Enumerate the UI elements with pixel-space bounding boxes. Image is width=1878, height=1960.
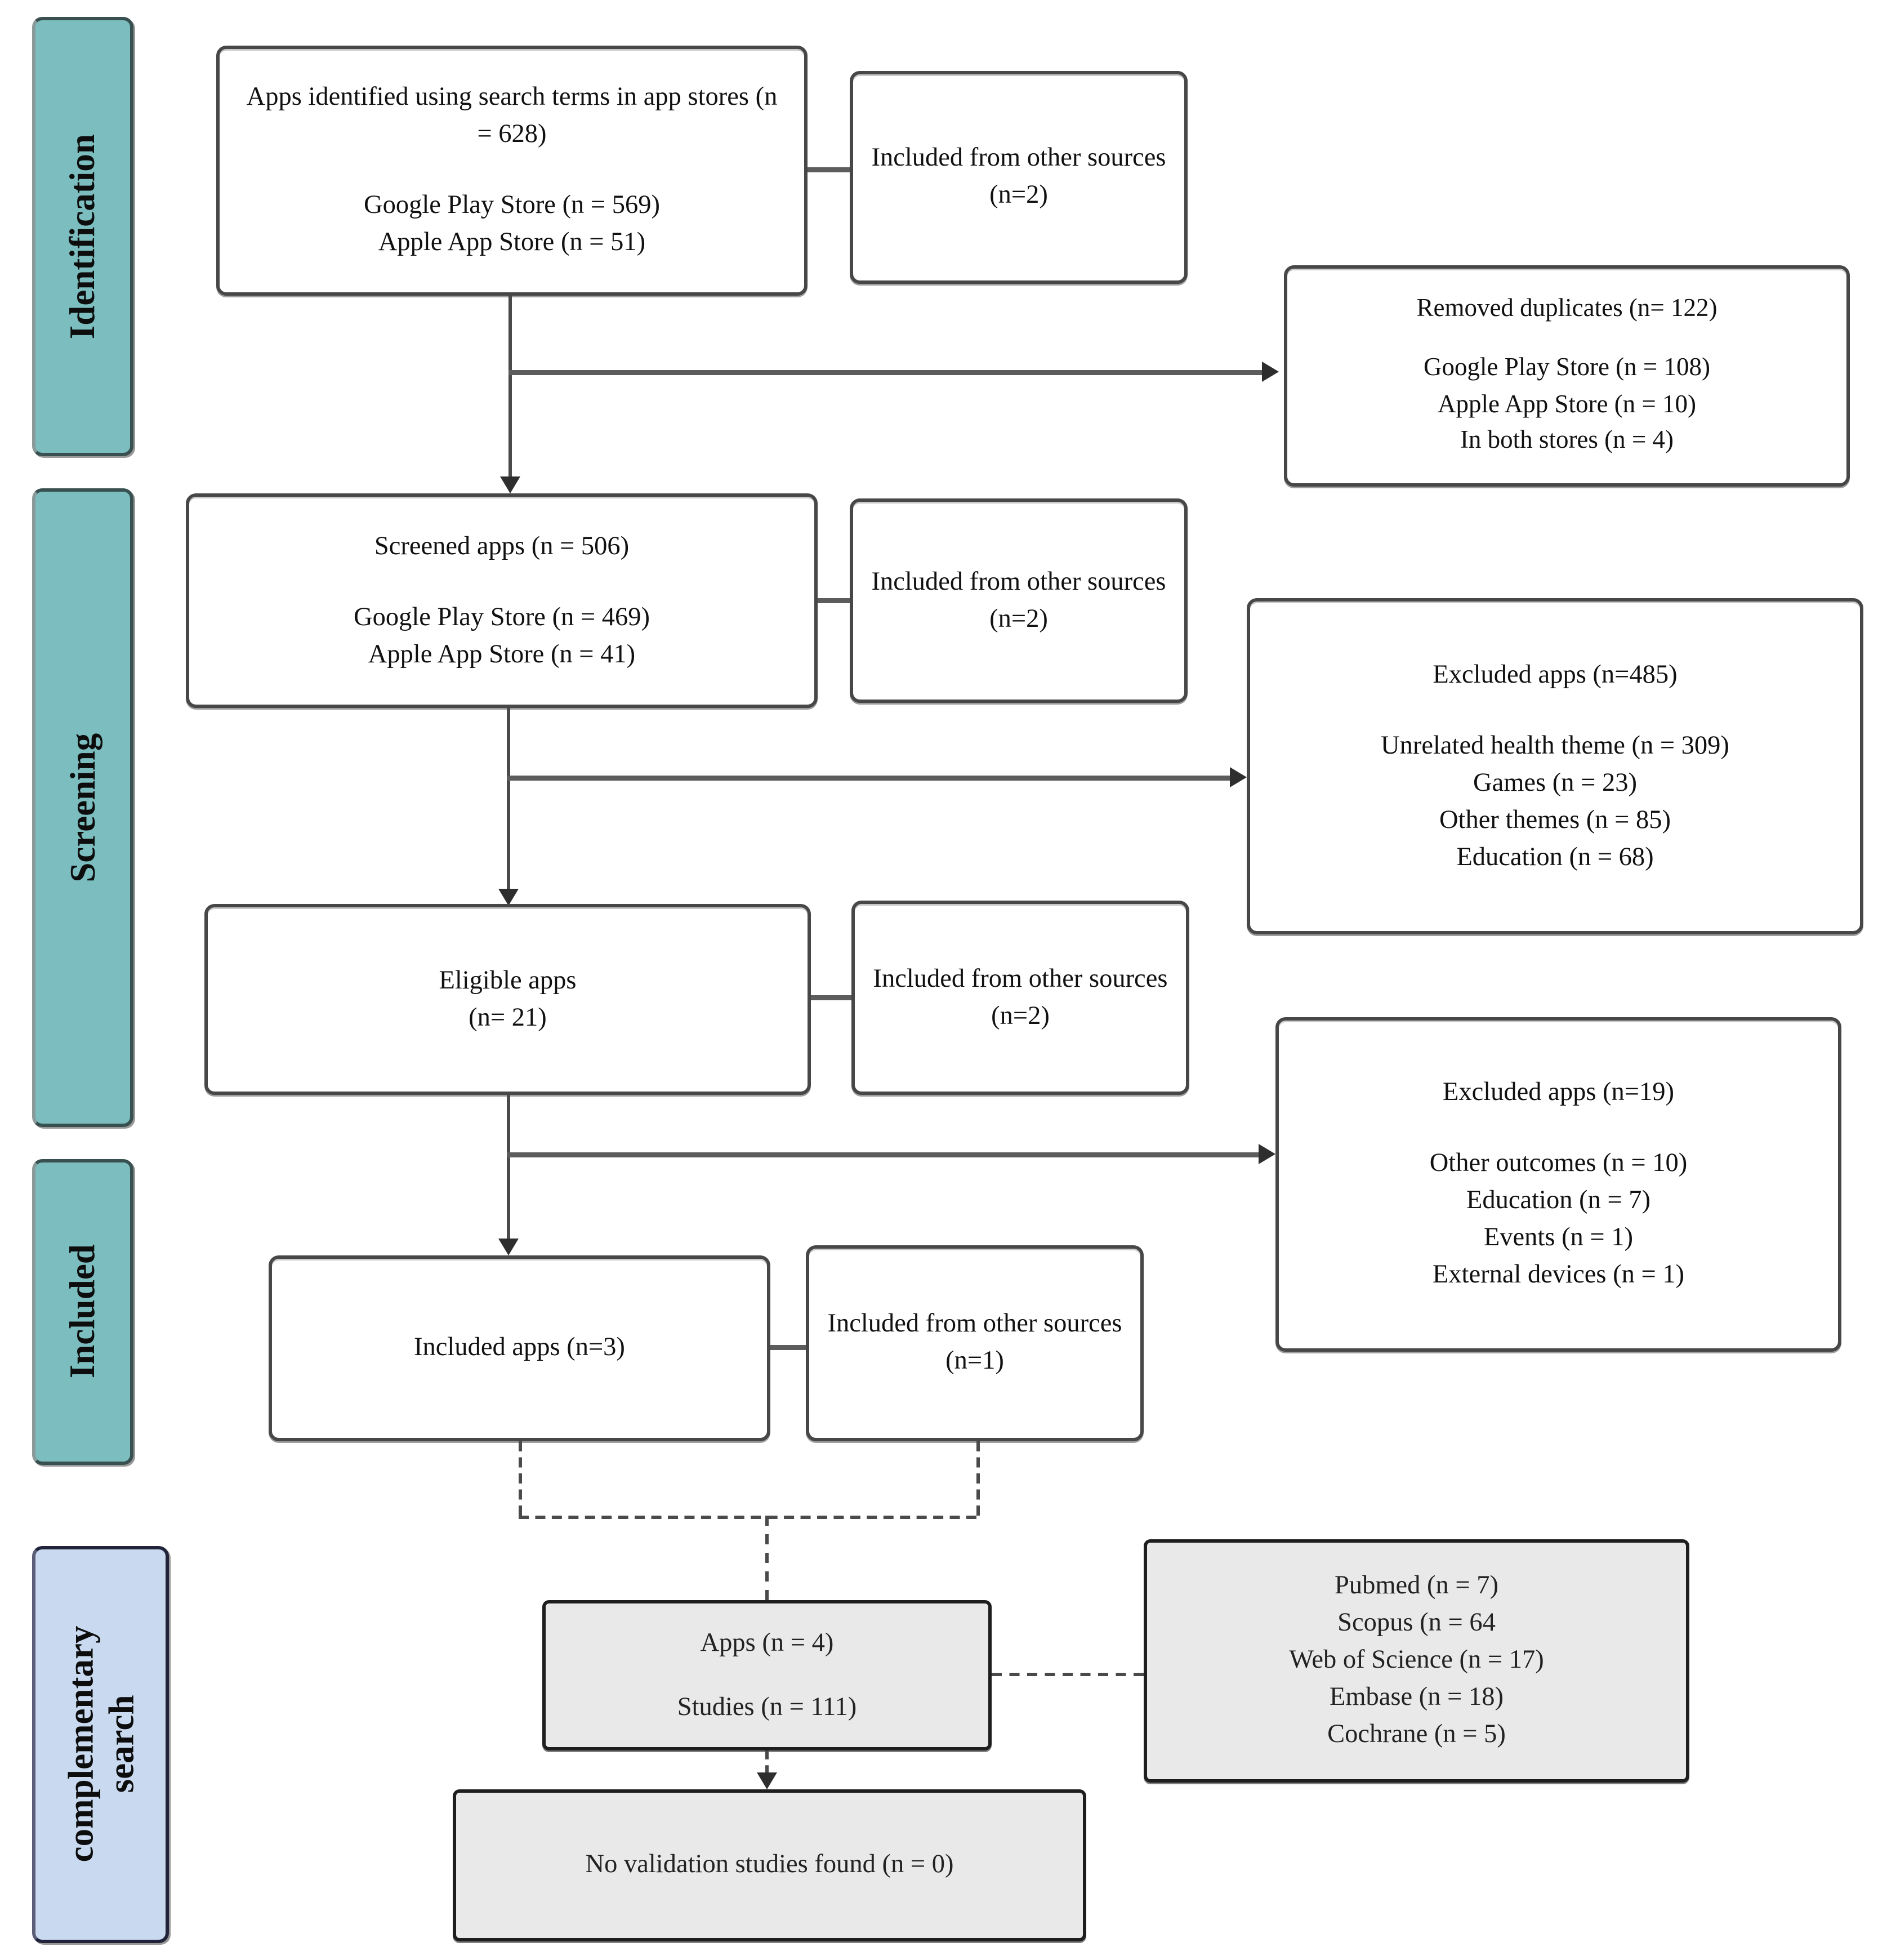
box-screened-apps-title: Screened apps (n = 506)	[374, 531, 630, 560]
box-no-validation: No validation studies found (n = 0)	[453, 1789, 1086, 1941]
stage-complementary-search-label: complementary search	[60, 1626, 141, 1863]
box-excluded-apps-screening-line: Education (n = 68)	[1456, 842, 1654, 871]
connector-identified-down	[508, 296, 512, 478]
box-other-sources-1-text: Included from other sources (n=2)	[871, 144, 1166, 210]
box-included-apps-text: Included apps (n=3)	[414, 1333, 625, 1362]
dashed-connector-apps-to-no-validation	[765, 1750, 769, 1774]
box-excluded-apps-screening-line: Other themes (n = 85)	[1439, 805, 1671, 834]
box-screened-apps-line: Google Play Store (n = 469)	[353, 602, 650, 631]
stage-complementary-search: complementary search	[32, 1546, 169, 1943]
connector-included-to-other-sources-4	[770, 1345, 806, 1349]
stage-included: Included	[32, 1159, 133, 1465]
stage-included-label: Included	[62, 1245, 103, 1379]
box-excluded-apps-screening: Excluded apps (n=485) Unrelated health t…	[1247, 598, 1863, 934]
box-removed-duplicates-title: Removed duplicates (n= 122)	[1416, 295, 1718, 323]
box-excluded-apps-eligibility-title: Excluded apps (n=19)	[1442, 1078, 1674, 1107]
arrow-down-to-screened-icon	[500, 476, 520, 493]
box-other-sources-1: Included from other sources (n=2)	[850, 71, 1188, 284]
box-excluded-apps-eligibility: Excluded apps (n=19) Other outcomes (n =…	[1275, 1017, 1841, 1352]
box-excluded-apps-eligibility-line: Events (n = 1)	[1483, 1223, 1634, 1252]
box-included-apps: Included apps (n=3)	[269, 1255, 770, 1441]
connector-eligible-to-other-sources-3	[811, 995, 851, 1000]
box-databases-line: Web of Science (n = 17)	[1289, 1646, 1544, 1674]
box-databases-line: Embase (n = 18)	[1329, 1683, 1504, 1712]
box-databases: Pubmed (n = 7) Scopus (n = 64 Web of Sci…	[1144, 1539, 1689, 1783]
box-removed-duplicates-line: Google Play Store (n = 108)	[1423, 355, 1711, 382]
box-other-sources-3-text: Included from other sources (n=2)	[873, 964, 1168, 1030]
box-excluded-apps-screening-line: Unrelated health theme (n = 309)	[1381, 730, 1729, 760]
stage-identification-label: Identification	[62, 133, 103, 339]
box-eligible-apps-subtitle: (n= 21)	[469, 1003, 547, 1032]
dashed-connector-other-sources-4-down	[976, 1441, 980, 1516]
box-screened-apps-line: Apple App Store (n = 41)	[368, 639, 636, 669]
box-apps-studies: Apps (n = 4) Studies (n = 111)	[542, 1600, 992, 1750]
box-other-sources-4-text: Included from other sources (n=1)	[827, 1309, 1122, 1375]
box-excluded-apps-eligibility-line: Other outcomes (n = 10)	[1429, 1149, 1688, 1178]
arrow-right-to-excluded-eligibility-icon	[1259, 1144, 1275, 1164]
arrow-down-to-eligible-icon	[498, 889, 519, 906]
box-removed-duplicates: Removed duplicates (n= 122) Google Play …	[1284, 265, 1850, 487]
arrow-right-to-removed-duplicates-icon	[1262, 362, 1279, 382]
stage-screening: Screening	[32, 488, 133, 1127]
stage-screening-label: Screening	[62, 733, 103, 883]
box-apps-studies-line2: Studies (n = 111)	[677, 1692, 857, 1721]
connector-branch-to-excluded-screening	[507, 776, 1230, 780]
box-apps-identified: Apps identified using search terms in ap…	[216, 46, 808, 296]
connector-screened-down	[507, 708, 510, 890]
box-other-sources-2: Included from other sources (n=2)	[850, 498, 1188, 703]
box-removed-duplicates-line: In both stores (n = 4)	[1460, 427, 1674, 455]
box-eligible-apps: Eligible apps (n= 21)	[204, 904, 811, 1095]
box-excluded-apps-screening-line: Games (n = 23)	[1473, 768, 1637, 797]
stage-identification: Identification	[32, 17, 133, 456]
box-databases-line: Scopus (n = 64	[1337, 1609, 1496, 1637]
box-no-validation-text: No validation studies found (n = 0)	[585, 1850, 954, 1879]
arrow-down-to-included-icon	[498, 1239, 519, 1255]
dashed-connector-apps-to-databases	[992, 1673, 1144, 1676]
connector-branch-to-excluded-eligibility	[507, 1152, 1259, 1157]
box-other-sources-2-text: Included from other sources (n=2)	[871, 567, 1166, 633]
box-excluded-apps-eligibility-line: Education (n = 7)	[1466, 1186, 1651, 1215]
box-other-sources-4: Included from other sources (n=1)	[806, 1245, 1144, 1441]
box-databases-line: Pubmed (n = 7)	[1335, 1571, 1498, 1600]
box-eligible-apps-title: Eligible apps	[439, 965, 577, 995]
arrow-right-to-excluded-screening-icon	[1230, 767, 1247, 787]
dashed-connector-merge	[519, 1516, 976, 1519]
connector-screened-to-other-sources-2	[818, 598, 850, 603]
box-screened-apps: Screened apps (n = 506) Google Play Stor…	[186, 493, 818, 708]
box-apps-identified-line: Google Play Store (n = 569)	[363, 191, 661, 220]
box-excluded-apps-eligibility-line: External devices (n = 1)	[1432, 1260, 1685, 1289]
dashed-connector-included-down	[519, 1441, 522, 1516]
box-apps-studies-line1: Apps (n = 4)	[700, 1628, 834, 1657]
dashed-connector-to-apps-studies	[765, 1516, 769, 1600]
box-apps-identified-title: Apps identified using search terms in ap…	[246, 83, 778, 149]
box-apps-identified-line: Apple App Store (n = 51)	[378, 228, 646, 257]
box-databases-line: Cochrane (n = 5)	[1327, 1720, 1506, 1749]
box-removed-duplicates-line: Apple App Store (n = 10)	[1437, 391, 1697, 418]
connector-branch-to-removed-duplicates	[508, 370, 1262, 375]
connector-eligible-down	[507, 1095, 510, 1240]
connector-identified-to-other-sources-1	[808, 167, 850, 172]
box-other-sources-3: Included from other sources (n=2)	[851, 901, 1189, 1095]
box-excluded-apps-screening-title: Excluded apps (n=485)	[1433, 660, 1678, 689]
arrow-down-to-no-validation-icon	[757, 1772, 777, 1789]
